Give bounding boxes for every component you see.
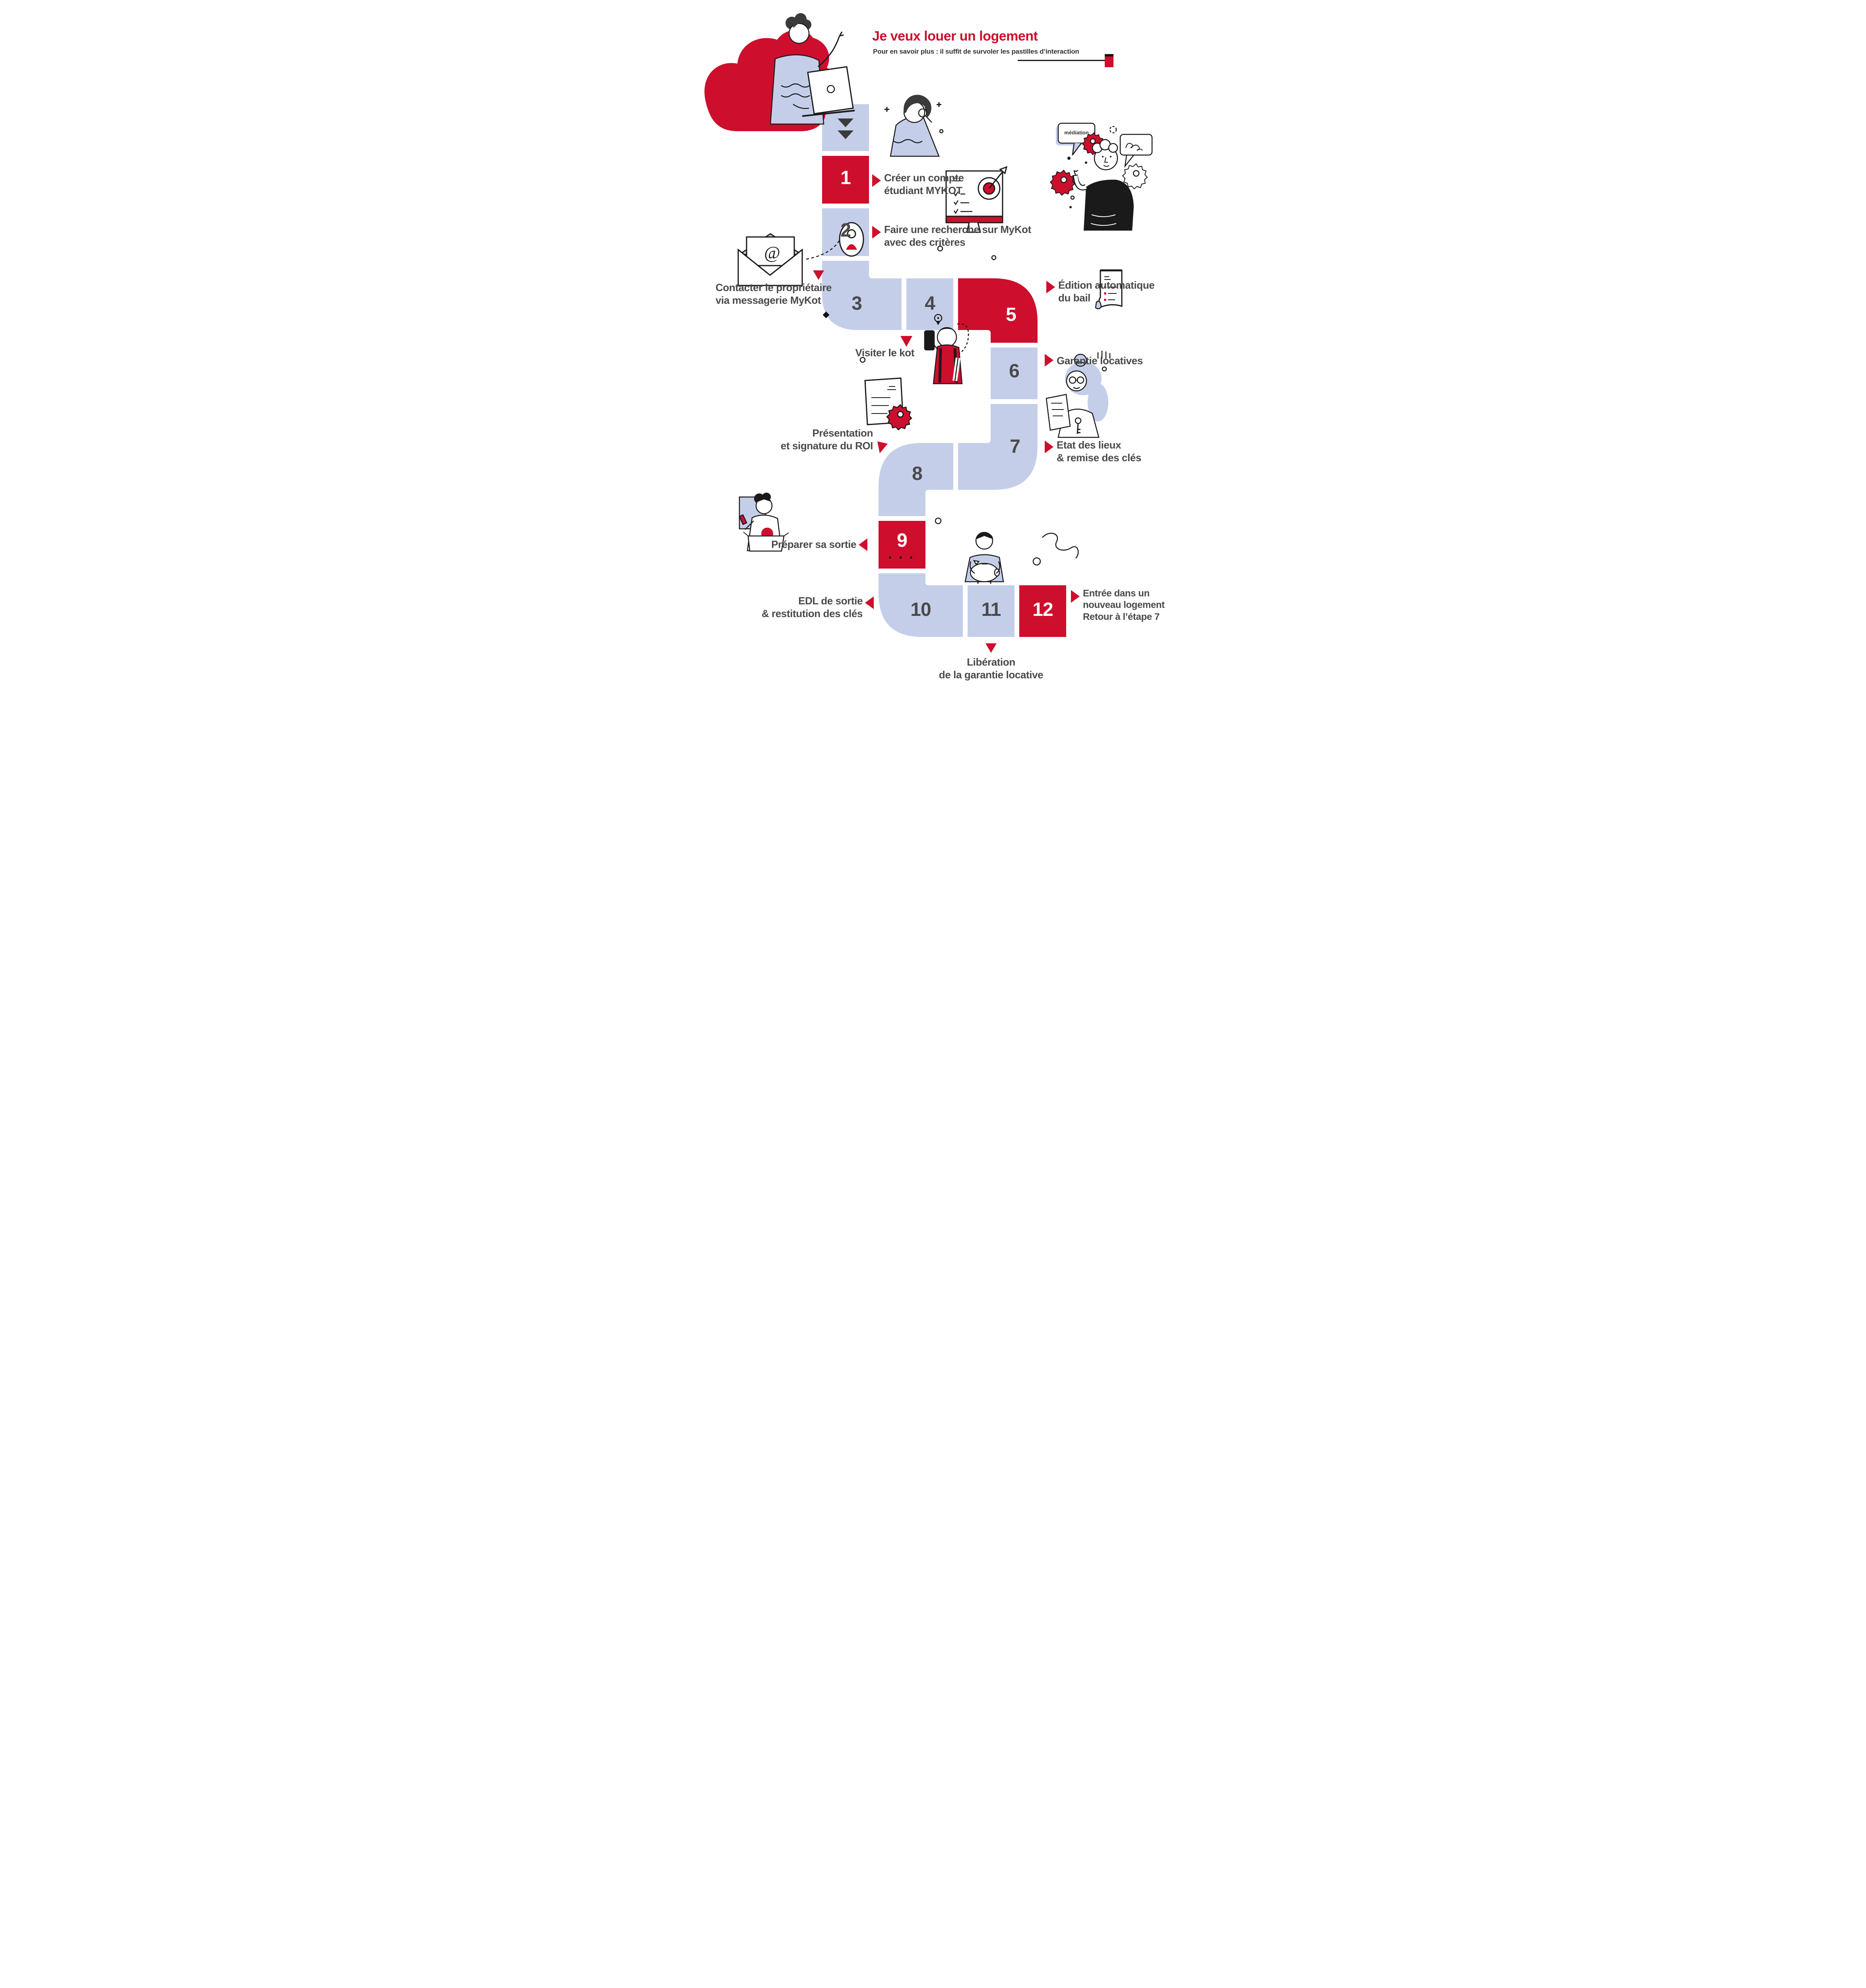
envelope-at-icon: @ [737,222,864,286]
interaction-dot-8[interactable] [877,441,888,453]
step-label-10: EDL de sortie& restitution des clés [761,595,863,619]
infographic-canvas: @ [700,0,1166,685]
interaction-dot-12[interactable] [1071,590,1080,603]
step-tile-9[interactable] [879,521,925,569]
step-tile-7[interactable] [958,404,1038,490]
phone-visit-icon [924,314,969,384]
step-number-9: 9 [897,530,908,551]
legend-marker [1018,54,1113,67]
intro-illustration [704,13,855,131]
student-at-laptop-icon [770,13,855,125]
interaction-dot-9[interactable] [859,538,867,551]
interaction-dot-6[interactable] [1045,354,1053,367]
page-subtitle: Pour en savoir plus : il suffit de survo… [873,48,1079,55]
step-tile-6[interactable] [991,348,1038,399]
step-tile-5[interactable] [958,278,1038,343]
interaction-dot-1[interactable] [872,174,881,187]
step-number-8: 8 [912,463,923,484]
diamond-decoration [822,311,830,318]
step-number-10: 10 [910,599,931,620]
step-9-ellipsis: • • • [888,553,916,562]
step-label-9: Préparer sa sortie [771,538,856,550]
packing-box-icon [739,493,789,552]
step-label-4: Visiter le kot [855,347,914,359]
interaction-dot-2[interactable] [872,226,881,239]
interaction-dot-10[interactable] [865,596,874,609]
search-student-icon [885,95,944,157]
interaction-dot-5[interactable] [1046,281,1055,293]
step-tile-3[interactable] [822,261,902,330]
speech-bubble-icon [1119,134,1153,168]
step-tile-1[interactable] [822,156,869,204]
step-number-5: 5 [1006,304,1016,325]
keys-paper-icon [1046,351,1111,438]
interaction-dot-11[interactable] [985,643,997,653]
gear-icon [1049,169,1076,196]
interaction-markers [813,174,1080,653]
svg-text:@: @ [764,243,780,262]
step-number-3: 3 [852,293,862,314]
step-number-12: 12 [1032,599,1053,620]
step-label-7: Etat des lieux& remise des clés [1057,439,1141,464]
board-artwork: @ [704,13,1153,653]
step-tile-10[interactable] [879,573,963,637]
step-number-7: 7 [1010,436,1020,457]
mediation-bubble-label: médiation [1064,130,1089,136]
chevrons-down-icon [838,118,853,139]
page-title: Je veux louer un logement [872,29,1038,44]
step-tile-11[interactable] [968,585,1014,637]
gear-icon [886,404,912,431]
step-number-1: 1 [840,167,851,188]
path-tiles [822,104,1066,637]
roi-document-gear-icon [864,377,912,431]
step-tile-4[interactable] [906,278,953,330]
step-number-4: 4 [925,293,935,314]
step-tile-8[interactable] [879,443,953,516]
step-tile-12[interactable] [1019,585,1066,637]
mediation-illustration [1049,122,1153,231]
step-number-6: 6 [1009,361,1020,382]
monitor-target-checklist-icon [945,166,1008,233]
step-label-6: Garantie locatives [1057,355,1143,367]
interaction-dot-4[interactable] [900,336,912,347]
step-number-2: 2 [840,220,851,241]
lease-scroll-icon [1095,269,1123,309]
step-number-11: 11 [981,599,1001,620]
interaction-dot-3[interactable] [813,270,824,280]
interaction-dot-7[interactable] [1045,441,1053,453]
gear-icon [1122,163,1148,190]
piggy-bank-icon [964,532,1004,584]
squiggle-decoration [859,245,1079,566]
